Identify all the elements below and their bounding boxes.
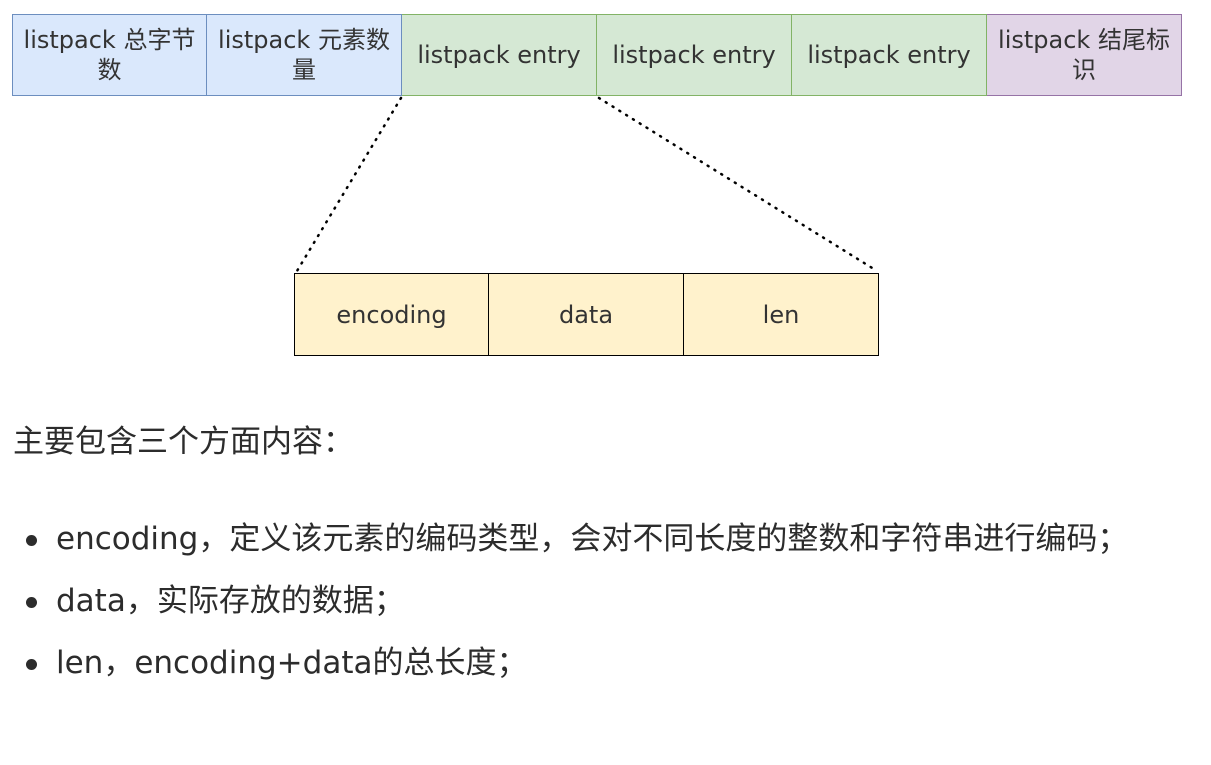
list-item: encoding，定义该元素的编码类型，会对不同长度的整数和字符串进行编码；	[13, 508, 1193, 570]
cell-label: listpack entry	[417, 41, 581, 69]
list-item-text: len，encoding+data的总长度；	[56, 645, 528, 681]
list-item-text: encoding，定义该元素的编码类型，会对不同长度的整数和字符串进行编码；	[56, 521, 1129, 557]
entry-encoding-cell: encoding	[294, 273, 489, 356]
listpack-entry-cell-1: listpack entry	[402, 14, 597, 96]
list-item: len，encoding+data的总长度；	[13, 632, 1193, 694]
listpack-entry-cell-3: listpack entry	[792, 14, 987, 96]
entry-len-cell: len	[684, 273, 879, 356]
cell-label: data	[558, 300, 614, 329]
listpack-end-marker-cell: listpack 结尾标识	[987, 14, 1182, 96]
listpack-diagram: listpack 总字节数 listpack 元素数量 listpack ent…	[0, 0, 1211, 380]
entry-data-cell: data	[489, 273, 684, 356]
entry-structure-row: encoding data len	[294, 273, 879, 356]
bullet-dot-icon	[26, 659, 37, 670]
left-dotted-connector	[295, 96, 403, 273]
cell-label: listpack 总字节数	[23, 26, 196, 84]
description-text: 主要包含三个方面内容： encoding，定义该元素的编码类型，会对不同长度的整…	[13, 412, 1193, 694]
listpack-total-bytes-cell: listpack 总字节数	[12, 14, 207, 96]
cell-label: listpack 元素数量	[218, 26, 390, 84]
listpack-entry-cell-2: listpack entry	[597, 14, 792, 96]
bullet-dot-icon	[26, 597, 37, 608]
cell-label: encoding	[336, 300, 447, 329]
cell-label: listpack 结尾标识	[998, 26, 1170, 84]
bullet-list: encoding，定义该元素的编码类型，会对不同长度的整数和字符串进行编码； d…	[13, 508, 1193, 694]
listpack-element-count-cell: listpack 元素数量	[207, 14, 402, 96]
cell-label: listpack entry	[807, 41, 971, 69]
listpack-structure-row: listpack 总字节数 listpack 元素数量 listpack ent…	[12, 14, 1182, 96]
list-item: data，实际存放的数据；	[13, 570, 1193, 632]
cell-label: listpack entry	[612, 41, 776, 69]
cell-label: len	[762, 300, 800, 329]
right-dotted-connector	[597, 96, 879, 273]
intro-paragraph: 主要包含三个方面内容：	[13, 424, 354, 460]
list-item-text: data，实际存放的数据；	[56, 583, 405, 619]
zoom-connector-lines	[295, 96, 879, 273]
bullet-dot-icon	[26, 535, 37, 546]
